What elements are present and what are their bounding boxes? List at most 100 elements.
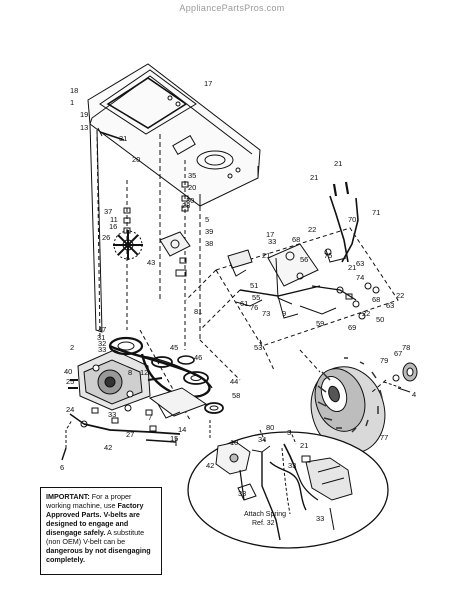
callout-37: 37 bbox=[104, 207, 112, 216]
callout-6: 6 bbox=[60, 463, 64, 472]
callout-labels: 1 2 3 4 5 6 7 8 9 10 11 12 13 14 15 16 1… bbox=[60, 79, 416, 523]
note-heading: IMPORTANT: bbox=[46, 492, 90, 501]
callout-21-c: 21 bbox=[262, 251, 270, 260]
linkage-assembly-boundary bbox=[215, 227, 399, 347]
callout-58: 58 bbox=[232, 391, 240, 400]
callout-34: 34 bbox=[258, 435, 266, 444]
callout-21-d: 21 bbox=[348, 263, 356, 272]
callout-76: 76 bbox=[250, 303, 258, 312]
callout-24: 24 bbox=[66, 405, 74, 414]
callout-3: 3 bbox=[287, 428, 291, 437]
callout-80: 80 bbox=[266, 423, 274, 432]
callout-50: 50 bbox=[376, 315, 384, 324]
callout-55: 55 bbox=[252, 293, 260, 302]
callout-46: 46 bbox=[194, 353, 202, 362]
callout-63: 63 bbox=[356, 259, 364, 268]
callout-44: 44 bbox=[230, 377, 238, 386]
wheel-hub-hardware bbox=[383, 362, 418, 393]
callout-33-f: 33 bbox=[288, 461, 296, 470]
bolt-13 bbox=[97, 127, 125, 141]
callout-68: 68 bbox=[292, 235, 300, 244]
hardware-right bbox=[345, 282, 380, 320]
callout-22-b: 22 bbox=[396, 291, 404, 300]
callout-61: 61 bbox=[240, 299, 248, 308]
callout-81: 81 bbox=[194, 307, 202, 316]
callout-45: 45 bbox=[170, 343, 178, 352]
note-line-1: For a proper working machine, use bbox=[46, 492, 132, 510]
callout-33-d: 33 bbox=[268, 237, 276, 246]
assembly-leaders-right bbox=[299, 349, 387, 393]
lever-rods bbox=[329, 181, 359, 263]
callout-21-a: 21 bbox=[334, 159, 342, 168]
idler-bracket bbox=[159, 231, 191, 277]
callout-27: 27 bbox=[126, 430, 134, 439]
important-note: IMPORTANT: For a proper working machine,… bbox=[40, 487, 162, 575]
callout-15: 15 bbox=[170, 434, 178, 443]
watermark: AppliancePartsPros.com bbox=[179, 3, 285, 13]
callout-74: 74 bbox=[356, 273, 364, 282]
callout-33-a: 33 bbox=[98, 345, 106, 354]
callout-53: 53 bbox=[254, 343, 262, 352]
detail-label-line-2: Ref. 32 bbox=[252, 520, 275, 527]
callout-33-b: 33 bbox=[108, 410, 116, 419]
callout-32: 32 bbox=[98, 339, 106, 348]
callout-75: 75 bbox=[324, 251, 332, 260]
callout-68b: 68 bbox=[372, 295, 380, 304]
callout-42: 42 bbox=[104, 443, 112, 452]
callout-21-e: 21 bbox=[300, 441, 308, 450]
callout-33-c: 33 bbox=[238, 489, 246, 498]
hardware-transmission bbox=[91, 404, 157, 432]
callout-56: 56 bbox=[300, 255, 308, 264]
callout-40: 40 bbox=[64, 367, 72, 376]
clutch-brake-linkage bbox=[227, 243, 357, 319]
callout-22-a: 22 bbox=[308, 225, 316, 234]
fan-pulley bbox=[113, 230, 143, 260]
callout-17b: 17 bbox=[266, 230, 274, 239]
callout-8: 8 bbox=[128, 368, 132, 377]
assembly-leaders bbox=[139, 269, 275, 421]
callout-73: 73 bbox=[262, 309, 270, 318]
note-bold-1: Factory Approved Parts. V-belts are desi… bbox=[46, 501, 144, 537]
detail-spring-label: Attach Spring Ref. 32 bbox=[244, 511, 286, 527]
frame-plate bbox=[87, 63, 261, 207]
transmission bbox=[68, 349, 163, 411]
callout-28: 28 bbox=[182, 201, 190, 210]
callout-18: 18 bbox=[70, 86, 78, 95]
callout-63b: 63 bbox=[386, 301, 394, 310]
callout-14: 14 bbox=[178, 425, 186, 434]
callout-2: 2 bbox=[70, 343, 74, 352]
callout-4: 4 bbox=[412, 390, 416, 399]
hardware-stack-center bbox=[181, 160, 189, 350]
callout-67: 67 bbox=[394, 349, 402, 358]
callout-16: 16 bbox=[109, 222, 117, 231]
callout-11: 11 bbox=[110, 215, 118, 224]
callout-70: 70 bbox=[348, 215, 356, 224]
hardware-stack-left bbox=[123, 180, 131, 330]
callout-77: 77 bbox=[380, 433, 388, 442]
callout-43: 43 bbox=[147, 258, 155, 267]
callout-21-b: 21 bbox=[310, 173, 318, 182]
callout-1: 1 bbox=[70, 98, 74, 107]
callout-17: 17 bbox=[204, 79, 212, 88]
callout-9: 9 bbox=[282, 309, 286, 318]
callout-7: 7 bbox=[148, 413, 152, 422]
callout-30: 30 bbox=[186, 196, 194, 205]
callout-25: 25 bbox=[66, 377, 74, 386]
callout-35: 35 bbox=[188, 171, 196, 180]
rear-wheel bbox=[310, 357, 386, 454]
callout-20: 20 bbox=[132, 155, 140, 164]
callout-33-e: 33 bbox=[316, 514, 324, 523]
detail-view bbox=[187, 429, 389, 549]
callout-69: 69 bbox=[348, 323, 356, 332]
callout-22-c: 22 bbox=[362, 309, 370, 318]
callout-20b: 20 bbox=[188, 183, 196, 192]
drive-belt bbox=[108, 336, 224, 414]
callout-31: 31 bbox=[119, 134, 127, 143]
shift-rod bbox=[61, 413, 181, 461]
bolts-15-14 bbox=[145, 420, 211, 446]
callout-39: 39 bbox=[205, 227, 213, 236]
callout-51: 51 bbox=[250, 281, 258, 290]
callout-59: 59 bbox=[316, 319, 324, 328]
